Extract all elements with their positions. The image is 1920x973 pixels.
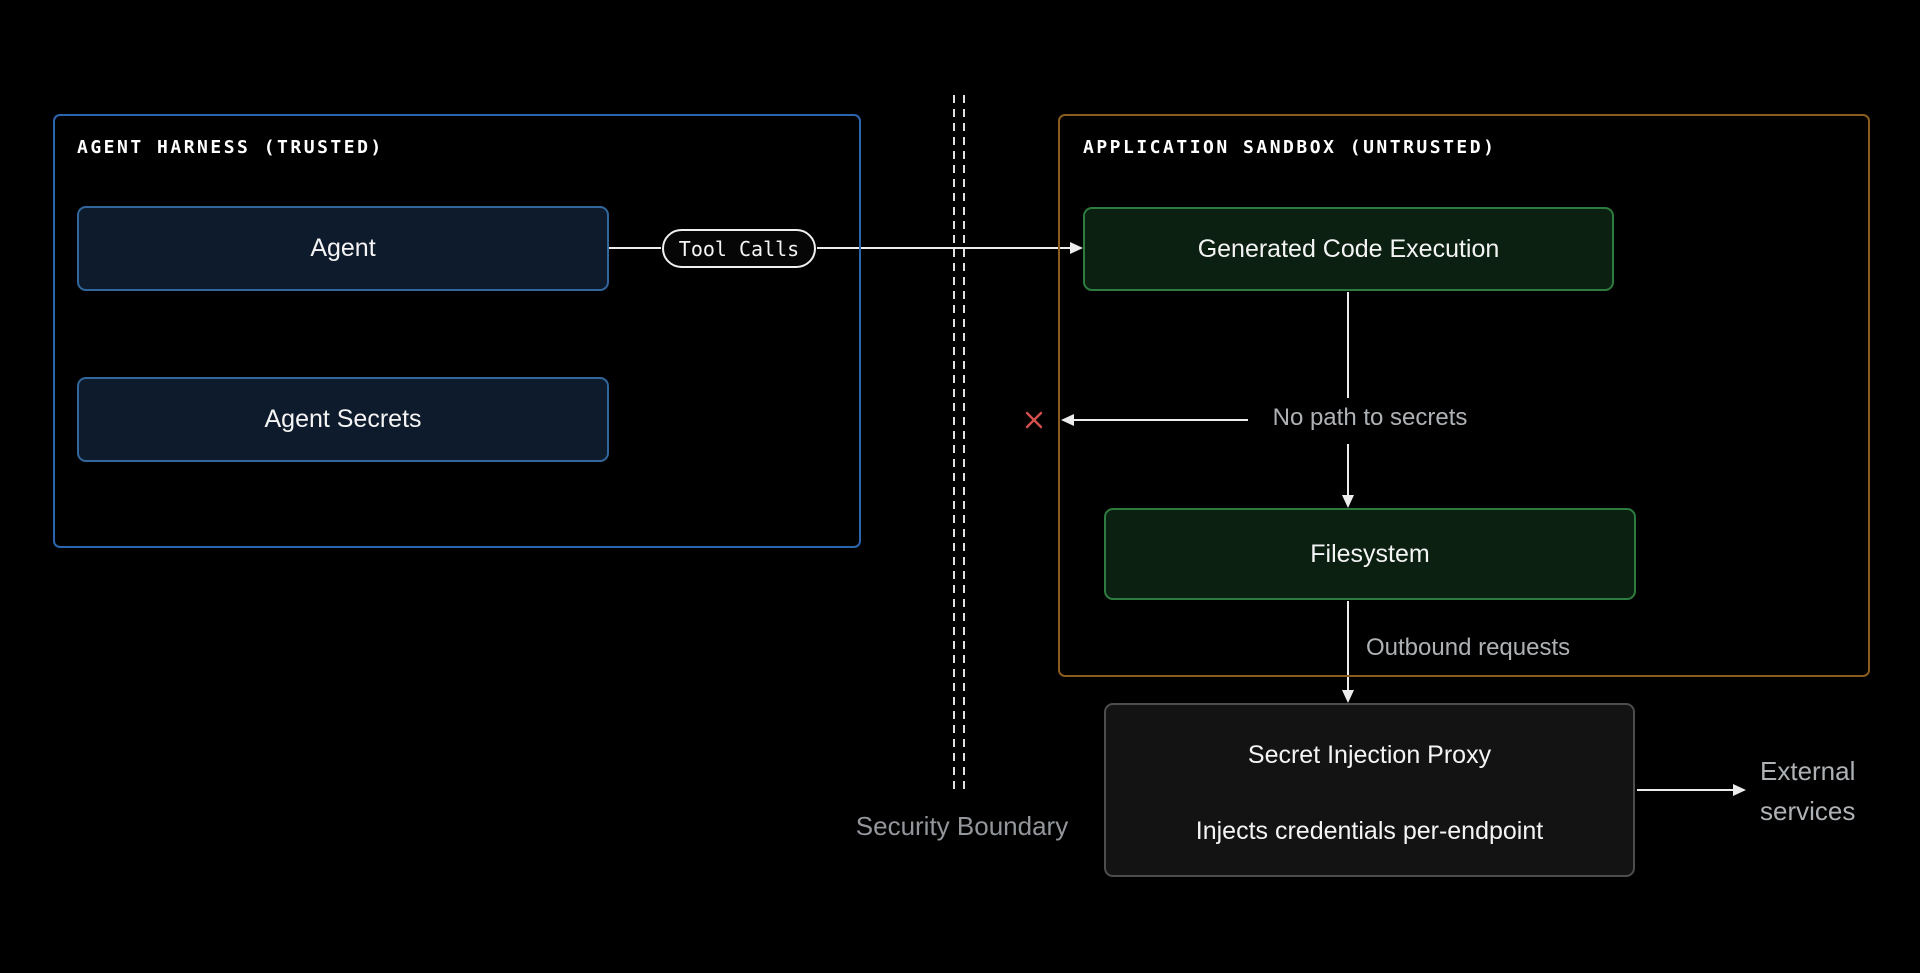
external-services-line1: External: [1760, 756, 1856, 786]
security-boundary-label: Security Boundary: [855, 811, 1069, 841]
filesystem-label: Filesystem: [1310, 539, 1430, 568]
agent-node: Agent: [77, 206, 609, 291]
agent-node-label: Agent: [310, 234, 376, 262]
secret-injection-proxy-node: Secret Injection Proxy Injects credentia…: [1104, 703, 1635, 877]
application-sandbox-container: [1058, 114, 1870, 677]
generated-code-execution-node: Generated Code Execution: [1083, 207, 1614, 291]
agent-harness-title: AGENT HARNESS (TRUSTED): [77, 137, 384, 158]
proxy-subtitle: Injects credentials per-endpoint: [1195, 817, 1544, 845]
filesystem-node: Filesystem: [1104, 508, 1636, 600]
agent-harness-container: [53, 114, 861, 548]
external-services-label: External services: [1760, 751, 1855, 831]
generated-code-execution-label: Generated Code Execution: [1197, 234, 1500, 263]
blocked-x-icon: [1025, 411, 1043, 429]
security-boundary-dashed-line: [953, 95, 965, 790]
outbound-requests-label: Outbound requests: [1366, 634, 1571, 661]
agent-secrets-node-label: Agent Secrets: [264, 405, 422, 433]
tool-calls-pill: Tool Calls: [662, 229, 816, 268]
tool-calls-label: Tool Calls: [678, 236, 800, 261]
application-sandbox-title: APPLICATION SANDBOX (UNTRUSTED): [1083, 137, 1497, 158]
no-path-to-secrets-label: No path to secrets: [1272, 404, 1468, 431]
proxy-to-external-arrow: [1637, 784, 1746, 796]
external-services-line2: services: [1760, 796, 1856, 826]
agent-secrets-node: Agent Secrets: [77, 377, 609, 462]
proxy-title: Secret Injection Proxy: [1247, 741, 1492, 769]
